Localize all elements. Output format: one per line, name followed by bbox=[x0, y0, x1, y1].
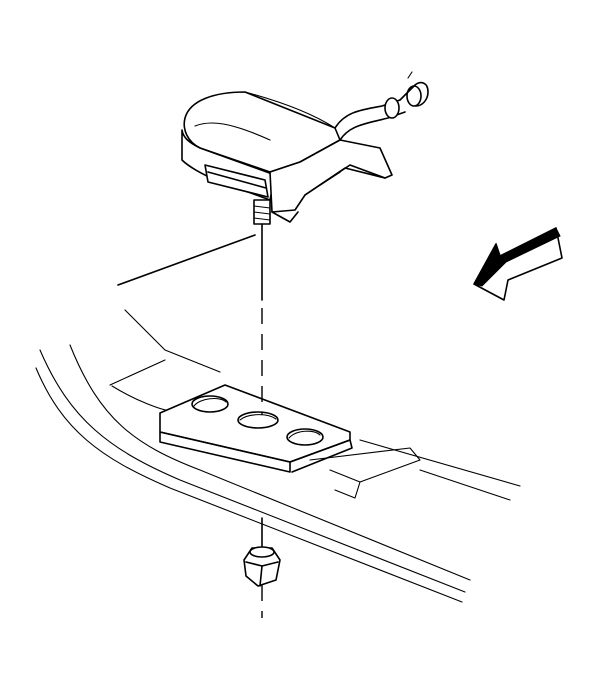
bracket bbox=[159, 384, 353, 473]
nut bbox=[243, 546, 281, 587]
crossmember bbox=[35, 309, 521, 603]
module bbox=[181, 91, 393, 223]
wire-connector bbox=[334, 71, 429, 141]
direction-arrow bbox=[473, 227, 563, 301]
mounting-stud bbox=[253, 199, 271, 225]
callout-leader bbox=[117, 234, 256, 286]
